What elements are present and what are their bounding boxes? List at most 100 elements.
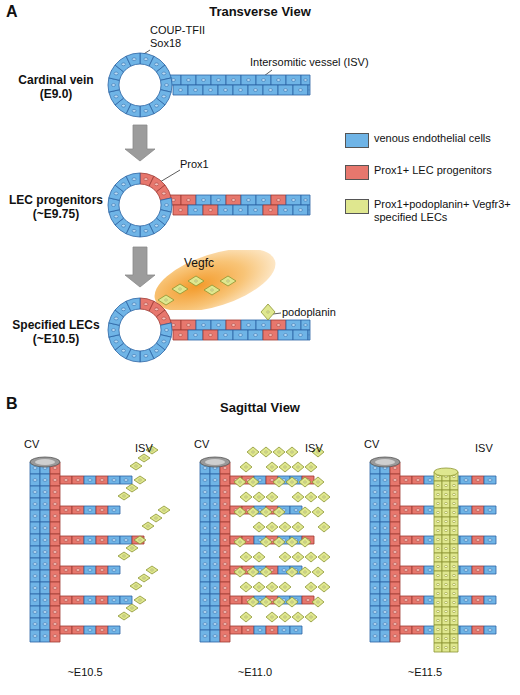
cell-nucleus [213,563,217,566]
endothelial-cell [263,85,278,95]
endothelial-cell [211,320,226,330]
cell-nucleus [452,610,455,612]
cell-nucleus [373,563,377,566]
cell-nucleus [247,79,251,82]
cell-nucleus [464,599,468,602]
endothelial-cell [434,490,442,499]
cell-nucleus [43,515,47,518]
endothelial-cell [442,607,450,616]
lec-cell [247,567,259,577]
cell-nucleus [143,577,146,579]
cell-nucleus [436,583,439,585]
endothelial-cell [30,474,40,486]
endothelial-cell [286,320,301,330]
cell-nucleus [223,575,227,578]
cell-nucleus [224,209,228,212]
cell-nucleus [452,493,455,495]
cell-nucleus [179,288,182,290]
cell-nucleus [393,611,397,614]
lec-cell [318,492,330,502]
cell-nucleus [121,308,125,311]
endothelial-cell [126,53,140,66]
endothelial-cell [301,320,310,330]
endothelial-cell [210,630,220,642]
cell-nucleus [202,324,206,327]
panel-title: Sagittal View [0,400,520,416]
cell-nucleus [393,539,397,542]
lec-cell [240,552,252,562]
cell-nucleus [202,79,206,82]
cell-nucleus [100,539,104,542]
cell-nucleus [139,479,142,481]
endothelial-cell [196,320,211,330]
lec-cell [286,537,298,547]
endothelial-cell [460,536,472,544]
vessel-lumen [205,459,225,465]
lec-cell [138,454,150,462]
cell-nucleus [452,637,455,639]
endothelial-cell [442,589,450,598]
cell-nucleus [53,635,57,638]
endothelial-cell [108,476,120,484]
endothelial-cell [442,490,450,499]
cell-nucleus [232,324,236,327]
endothelial-cell [434,553,442,562]
endothelial-cell [484,506,496,514]
cell-nucleus [53,575,57,578]
lec-cell [286,597,298,607]
cell-nucleus [144,109,148,112]
cell-nucleus [135,465,138,467]
cell-nucleus [162,215,166,218]
cell-nucleus [53,611,57,614]
annotation-label: ~E10.5 [10,666,160,679]
cell-nucleus [476,569,480,572]
endothelial-cell [211,75,226,85]
cell-nucleus [165,84,169,87]
cell-nucleus [53,563,57,566]
cell-nucleus [428,629,432,632]
cell-nucleus [383,623,387,626]
cell-nucleus [76,509,80,512]
endothelial-cell [263,205,278,215]
cell-nucleus [452,511,455,513]
endothelial-cell [484,626,496,634]
endothelial-cell [196,195,211,205]
cell-nucleus [246,539,250,542]
lec-cell [146,566,158,574]
cell-nucleus [373,503,377,506]
endothelial-cell [60,596,72,604]
lec-cell [142,522,154,530]
endothelial-cell [400,506,412,514]
lec-cell [286,567,298,577]
cell-nucleus [143,457,146,459]
endothelial-cell [370,558,380,570]
cell-nucleus [43,611,47,614]
cell-nucleus [245,586,248,588]
endothelial-cell [30,570,40,582]
cell-nucleus [436,511,439,513]
cell-nucleus [239,571,242,573]
cell-nucleus [179,209,183,212]
cell-nucleus [155,517,158,519]
cell-nucleus [162,95,166,98]
endothelial-cell [460,506,472,514]
cell-nucleus [297,466,300,468]
cell-nucleus [203,623,207,626]
endothelial-cell [390,510,400,522]
endothelial-cell [248,205,263,215]
cell-nucleus [43,491,47,494]
endothelial-cell [390,558,400,570]
cell-nucleus [308,89,310,91]
cell-nucleus [444,574,447,576]
legend-swatch [345,165,369,180]
endothelial-cell [380,606,390,618]
endothelial-cell [50,486,60,498]
endothelial-cell [30,558,40,570]
cell-nucleus [262,324,266,327]
endothelial-cell [181,75,196,85]
endothelial-cell [50,498,60,510]
cell-nucleus [304,481,307,483]
endothelial-cell [400,596,412,604]
lec-cell [292,522,304,532]
cell-nucleus [139,599,142,601]
